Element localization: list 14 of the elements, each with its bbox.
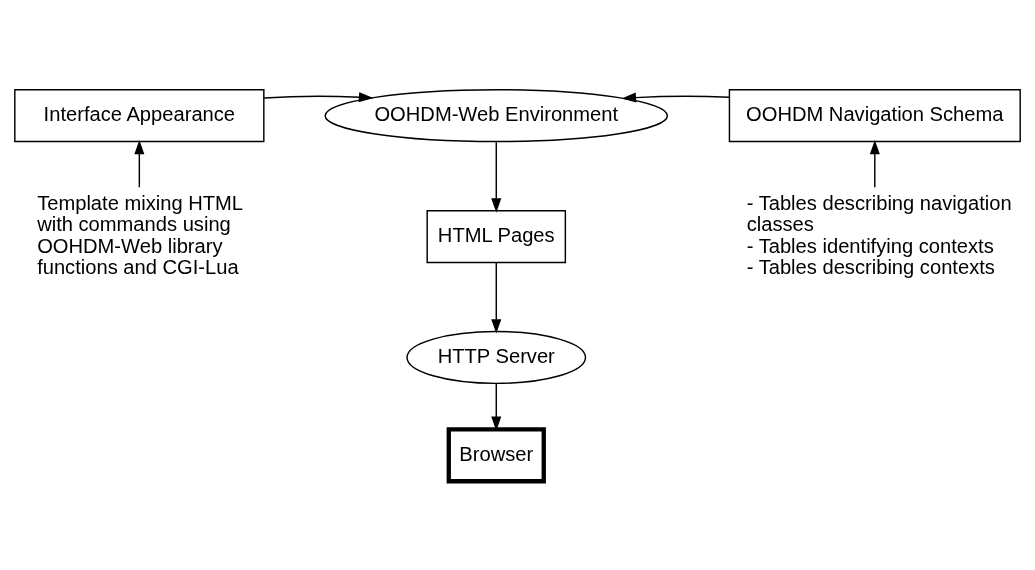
arrow	[869, 139, 880, 188]
arrow	[621, 92, 730, 103]
arrow	[263, 91, 374, 102]
node-text: - Tables describing navigation classes - Tables identifying contexts - Tables describing contexts	[746, 191, 1012, 278]
node-text: Template mixing HTML with commands using OOHDM-Web library functions and CGI-Lua	[37, 191, 244, 278]
arrow	[491, 140, 502, 213]
node-box: Browser	[446, 426, 546, 483]
node-box: HTML Pages	[426, 209, 567, 263]
node-ellipse: HTTP Server	[406, 330, 587, 384]
node-box: OOHDM Navigation Schema	[728, 88, 1021, 142]
node-box: Interface Appearance	[14, 88, 265, 142]
arrow	[134, 139, 145, 188]
arrow	[491, 382, 502, 431]
arrow	[491, 261, 502, 334]
